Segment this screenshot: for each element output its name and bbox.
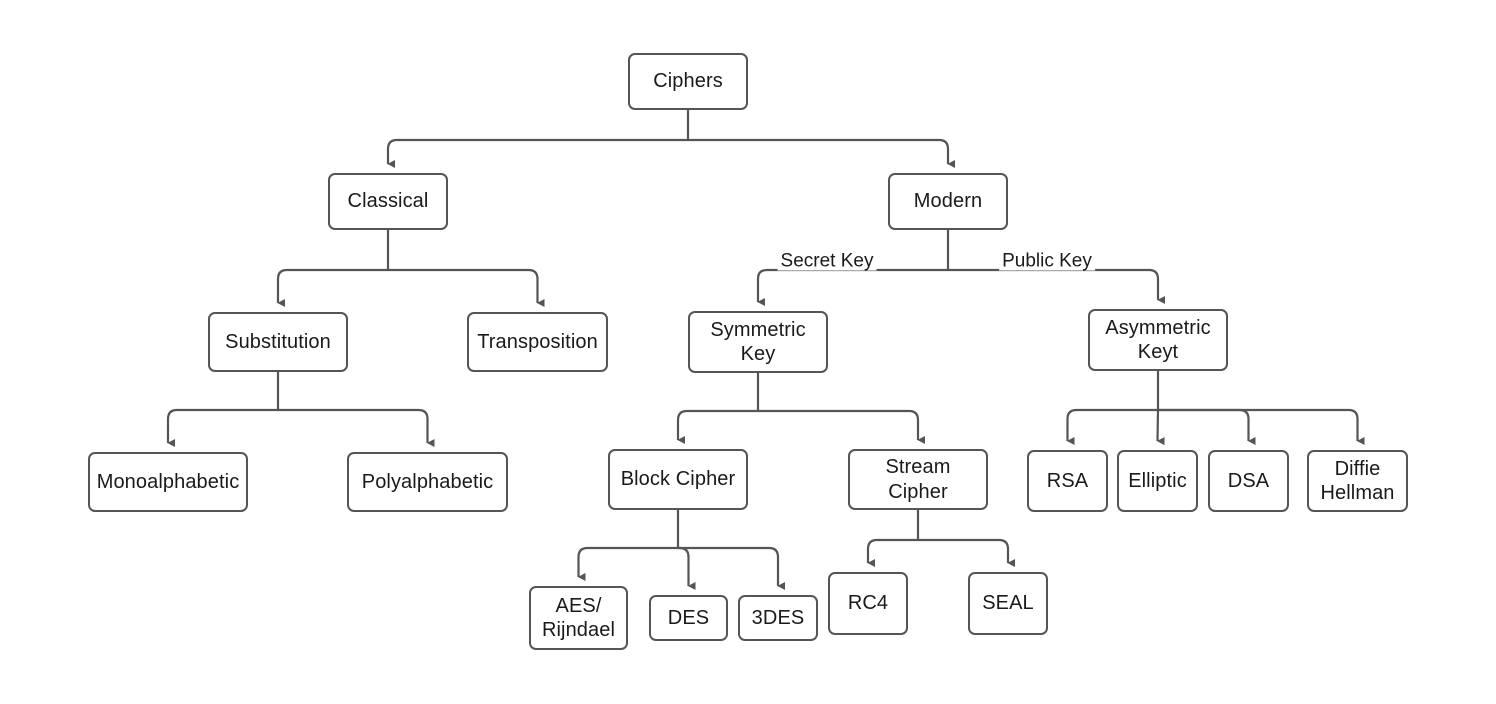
node-label: Ciphers [653, 70, 723, 93]
node-seal[interactable]: SEAL [968, 572, 1048, 635]
node-aes-rijndael[interactable]: AES/ Rijndael [529, 586, 628, 650]
node-label: Transposition [477, 330, 598, 353]
node-transposition[interactable]: Transposition [467, 312, 608, 372]
edge-asymmetric-key-to-diffie-hellman [1158, 408, 1365, 446]
node-substitution[interactable]: Substitution [208, 312, 348, 372]
edge-block-cipher-to-aes-rijndael [577, 546, 678, 582]
node-3des[interactable]: 3DES [738, 595, 818, 641]
node-label: DES [667, 606, 710, 629]
node-stream-cipher[interactable]: Stream Cipher [848, 449, 988, 510]
edge-classical-to-substitution [276, 268, 388, 308]
node-label: DSA [1227, 469, 1270, 492]
edge-stream-cipher-to-rc4 [866, 538, 918, 568]
node-label: AES/ Rijndael [541, 594, 616, 641]
edge-block-cipher-to-des [678, 546, 696, 591]
edge-modern-to-symmetric-key [756, 268, 948, 307]
node-label: Modern [913, 190, 983, 213]
node-label: Polyalphabetic [361, 470, 494, 493]
node-diffie-hellman[interactable]: Diffie Hellman [1307, 450, 1408, 512]
node-label: Diffie Hellman [1320, 457, 1395, 504]
node-label: RC4 [847, 592, 889, 615]
edge-ciphers-to-classical [386, 138, 688, 169]
node-asymmetric-key[interactable]: Asymmetric Keyt [1088, 309, 1228, 371]
node-des[interactable]: DES [649, 595, 728, 641]
node-label: SEAL [982, 592, 1034, 615]
node-classical[interactable]: Classical [328, 173, 448, 230]
node-label: Elliptic [1128, 469, 1187, 492]
node-modern[interactable]: Modern [888, 173, 1008, 230]
node-label: 3DES [751, 606, 805, 629]
edge-substitution-to-monoalphabetic [166, 408, 278, 448]
node-dsa[interactable]: DSA [1208, 450, 1289, 512]
edge-asymmetric-key-to-rsa [1066, 408, 1158, 446]
node-symmetric-key[interactable]: Symmetric Key [688, 311, 828, 373]
edge-ciphers-to-modern [688, 138, 955, 169]
edge-substitution-to-polyalphabetic [278, 408, 435, 448]
edge-modern-to-asymmetric-key [948, 268, 1165, 305]
node-label: Monoalphabetic [96, 470, 240, 493]
node-label: Stream Cipher [885, 456, 951, 503]
public-key-label: Public Key [999, 251, 1095, 271]
edge-asymmetric-key-to-elliptic [1156, 409, 1165, 446]
node-block-cipher[interactable]: Block Cipher [608, 449, 748, 510]
node-monoalphabetic[interactable]: Monoalphabetic [88, 452, 248, 512]
edge-stream-cipher-to-seal [918, 538, 1015, 568]
edge-block-cipher-to-3des [678, 546, 785, 591]
node-label: Block Cipher [620, 468, 736, 491]
edge-symmetric-key-to-stream-cipher [758, 409, 925, 445]
node-elliptic[interactable]: Elliptic [1117, 450, 1198, 512]
node-label: Asymmetric Keyt [1105, 316, 1211, 363]
node-rsa[interactable]: RSA [1027, 450, 1108, 512]
node-ciphers[interactable]: Ciphers [628, 53, 748, 110]
node-label: RSA [1046, 469, 1089, 492]
node-polyalphabetic[interactable]: Polyalphabetic [347, 452, 508, 512]
node-label: Substitution [225, 330, 331, 353]
edge-paths [166, 110, 1365, 591]
node-label: Classical [347, 190, 429, 213]
edge-symmetric-key-to-block-cipher [676, 409, 758, 445]
edge-asymmetric-key-to-dsa [1158, 408, 1256, 446]
edge-classical-to-transposition [388, 268, 545, 308]
node-label: Symmetric Key [710, 318, 806, 365]
node-rc4[interactable]: RC4 [828, 572, 908, 635]
secret-key-label: Secret Key [777, 251, 877, 271]
